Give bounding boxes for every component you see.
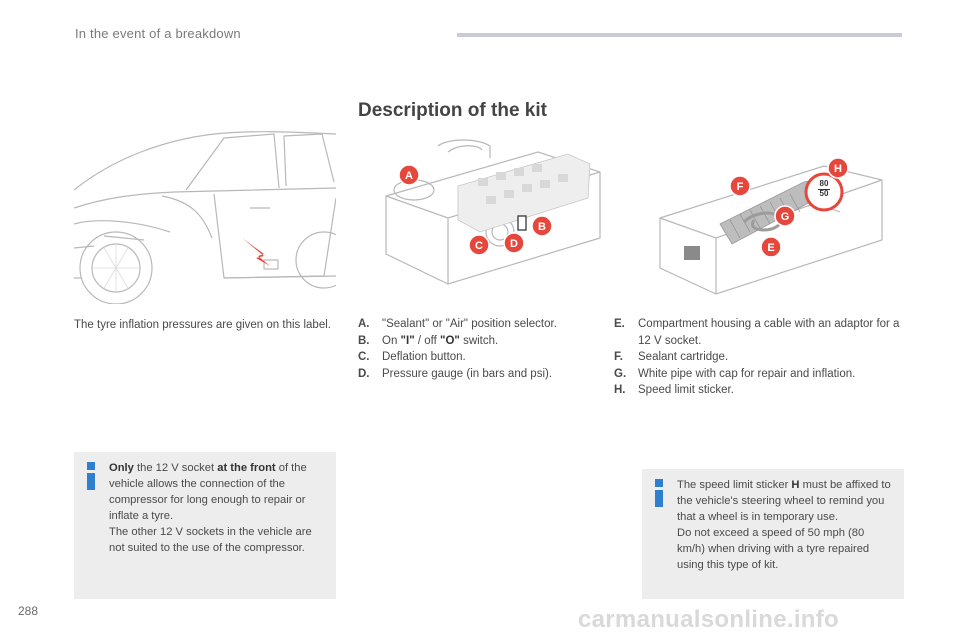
page-header-title: In the event of a breakdown (75, 26, 241, 41)
watermark: carmanualsonline.info (578, 606, 840, 633)
kit-items-list-right: E. Compartment housing a cable with an a… (614, 316, 904, 399)
kit-item-d: D. Pressure gauge (in bars and psi). (358, 367, 553, 380)
callout-e: E (760, 236, 782, 263)
svg-text:D: D (510, 238, 518, 250)
kit-item-g: G. White pipe with cap for repair and in… (614, 367, 856, 380)
svg-text:E: E (767, 242, 774, 254)
callout-f: F (729, 175, 751, 202)
kit-item-b: B. On "I" / off "O" switch. (358, 334, 499, 347)
kit-item-a: A. "Sealant" or "Air" position selector. (358, 318, 557, 330)
callout-c: C (468, 234, 490, 261)
compressor-illustration (378, 138, 606, 288)
svg-text:A: A (405, 170, 413, 182)
speed-sticker: 80 50 (818, 179, 830, 198)
kit-underside-illustration (654, 158, 886, 298)
socket-note-para-2: The other 12 V sockets in the vehicle ar… (109, 526, 312, 554)
header-rule (457, 33, 902, 37)
svg-text:B: B (538, 221, 546, 233)
callout-h: H (827, 157, 849, 184)
sticker-note-para-2: Do not exceed a speed of 50 mph (80 km/h… (677, 527, 870, 571)
page-number: 288 (18, 604, 39, 618)
section-title: Description of the kit (358, 100, 547, 121)
info-icon (654, 479, 664, 507)
kit-items-list-left: A. "Sealant" or "Air" position selector.… (358, 316, 598, 382)
tyre-pressure-caption: The tyre inflation pressures are given o… (74, 319, 331, 331)
svg-text:G: G (781, 211, 790, 223)
svg-text:C: C (475, 240, 483, 252)
socket-info-note: Only the 12 V socket at the front of the… (74, 452, 336, 599)
kit-item-c: C. Deflation button. (358, 351, 466, 363)
callout-g: G (774, 205, 796, 232)
sticker-note-para-1: The speed limit sticker H must be affixe… (677, 479, 891, 523)
callout-d: D (503, 232, 525, 259)
car-door-illustration (74, 128, 336, 304)
kit-item-h: H. Speed limit sticker. (614, 384, 734, 396)
kit-item-f: F. Sealant cartridge. (614, 351, 729, 363)
svg-text:F: F (737, 181, 744, 193)
callout-a: A (398, 164, 420, 191)
kit-item-e: E. Compartment housing a cable with an a… (614, 318, 900, 347)
callout-b: B (531, 215, 553, 242)
info-icon (86, 462, 96, 490)
svg-text:H: H (834, 163, 842, 175)
speed-sticker-info-note: The speed limit sticker H must be affixe… (642, 469, 904, 599)
socket-note-para-1: Only the 12 V socket at the front of the… (109, 462, 307, 522)
